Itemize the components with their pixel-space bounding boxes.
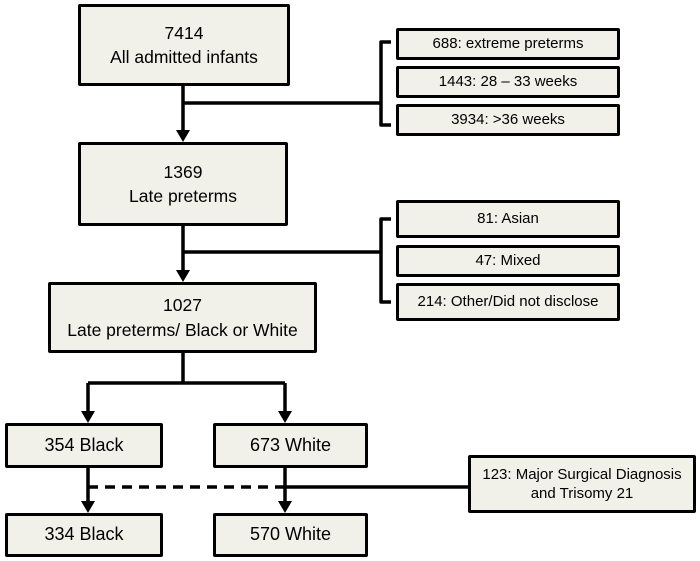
node-label: Late preterms (129, 186, 237, 206)
exclusion-box-other-did-not-disclose: 214: Other/Did not disclose (396, 283, 620, 321)
arrowhead-bw (176, 270, 190, 282)
node-late-preterms-black-or-white: 1027 Late preterms/ Black or White (48, 282, 317, 353)
node-count: 1369 (163, 161, 203, 182)
node-label: All admitted infants (110, 47, 258, 67)
arrowhead-late-preterms (176, 130, 190, 142)
bracket-gestation-exclusions (379, 40, 391, 127)
exclusion-label: 3934: >36 weeks (451, 111, 565, 129)
node-black-final: 334 Black (5, 513, 163, 557)
bracket-race-exclusions (379, 217, 391, 304)
node-label: Late preterms/ Black or White (67, 319, 298, 340)
arrowhead-black-final (81, 501, 95, 513)
node-label: 673 White (249, 434, 332, 455)
exclusion-label: 81: Asian (477, 210, 539, 228)
exclusion-box-surgical-trisomy: 123: Major Surgical Diagnosis and Trisom… (468, 455, 696, 513)
exclusion-box-over-36-weeks: 3934: >36 weeks (396, 104, 620, 136)
node-white-initial: 673 White (213, 423, 368, 468)
exclusion-box-28-33-weeks: 1443: 28 – 33 weeks (396, 66, 620, 98)
connector-bw-split (86, 353, 287, 412)
node-label: 570 White (249, 524, 332, 545)
node-all-admitted-infants: 7414 All admitted infants (78, 4, 290, 86)
node-white-final: 570 White (213, 513, 368, 557)
exclusion-box-extreme-preterms: 688: extreme preterms (396, 28, 620, 60)
exclusion-box-mixed: 47: Mixed (396, 245, 620, 277)
node-black-initial: 354 Black (5, 423, 163, 468)
node-count: 7414 (164, 22, 204, 43)
node-label: 334 Black (44, 524, 124, 545)
arrowhead-white-initial (278, 411, 292, 423)
exclusion-label: 214: Other/Did not disclose (417, 293, 599, 311)
exclusion-label: 1443: 28 – 33 weeks (438, 73, 578, 91)
arrowhead-black-initial (81, 411, 95, 423)
node-late-preterms: 1369 Late preterms (78, 142, 288, 226)
exclusion-label: 688: extreme preterms (432, 35, 584, 53)
node-count: 1027 (163, 295, 202, 315)
exclusion-label: 47: Mixed (475, 252, 541, 270)
exclusion-label: 123: Major Surgical Diagnosis and Trisom… (482, 465, 682, 503)
node-label: 354 Black (44, 434, 124, 455)
arrowhead-white-final (278, 501, 292, 513)
exclusion-box-asian: 81: Asian (396, 200, 620, 238)
